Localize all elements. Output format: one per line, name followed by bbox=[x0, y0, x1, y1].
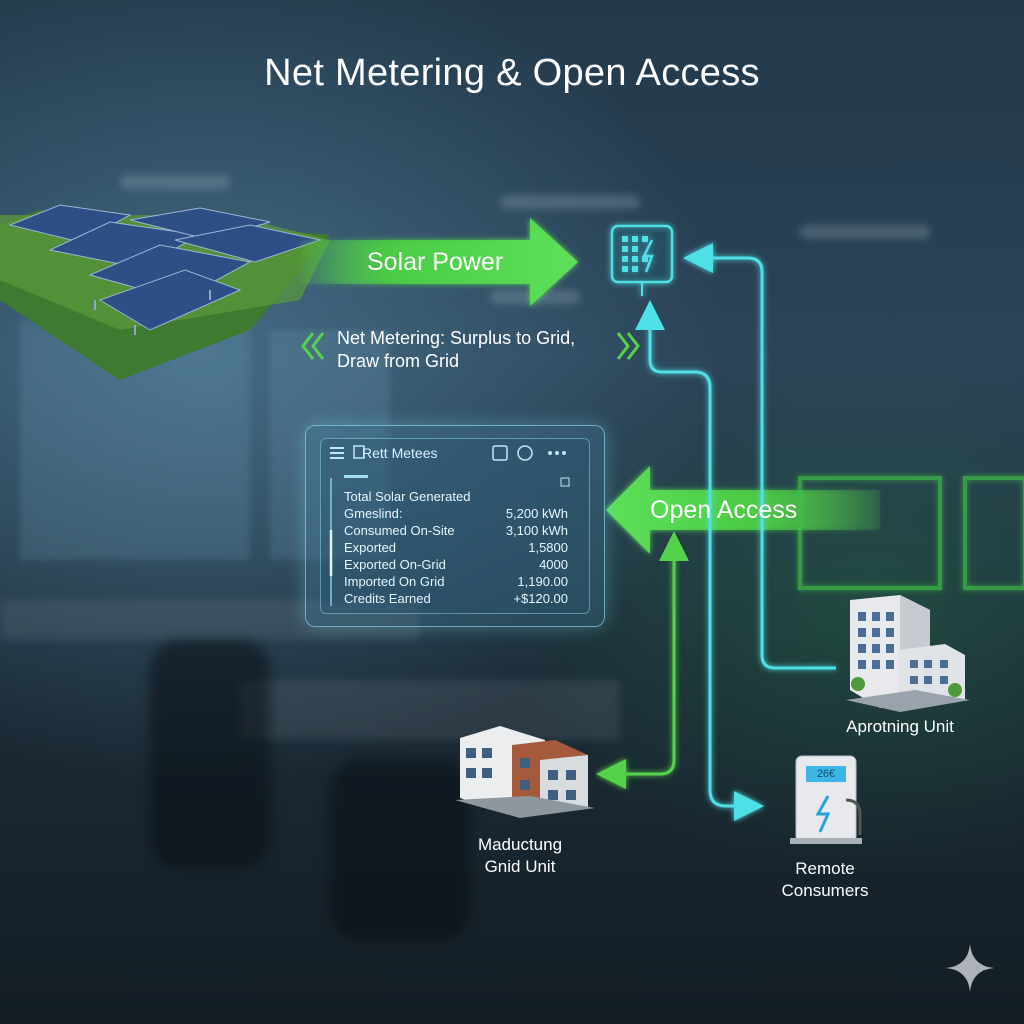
row-value: 3,100 kWh bbox=[505, 523, 568, 538]
ceiling-light bbox=[500, 195, 640, 209]
tab-indicator bbox=[344, 475, 368, 478]
table-row: Total Solar Generated bbox=[344, 489, 568, 506]
settings-icon[interactable] bbox=[517, 445, 533, 461]
connector-meter-to-remote bbox=[648, 318, 764, 821]
solar-power-arrow bbox=[300, 218, 578, 306]
remote-label-line-1: Remote bbox=[795, 859, 855, 878]
calendar-icon[interactable] bbox=[492, 445, 508, 461]
page-title: Net Metering & Open Access bbox=[264, 52, 760, 94]
manufacturing-label-line-1: Maductung bbox=[477, 835, 563, 854]
row-label: Exported bbox=[344, 540, 397, 555]
document-icon[interactable] bbox=[353, 445, 365, 459]
net-metering-line-1: Net Metering: Surplus to Grid, bbox=[337, 328, 576, 348]
dashboard-icons bbox=[329, 445, 570, 606]
row-label: Total Solar Generated bbox=[344, 489, 471, 504]
row-label: Consumed On-Site bbox=[344, 523, 455, 538]
solar-power-label: Solar Power bbox=[367, 248, 504, 276]
solar-panel-field bbox=[0, 204, 330, 380]
background-monitor bbox=[798, 476, 1024, 590]
table-row: Exported 1,5800 bbox=[344, 540, 568, 557]
office-desk bbox=[240, 680, 620, 740]
manufacturing-label: Maductung Gnid Unit bbox=[455, 834, 585, 878]
manufacturing-building-icon bbox=[455, 726, 595, 818]
open-access-arrow bbox=[606, 466, 880, 554]
row-label: Imported On Grid bbox=[344, 574, 445, 589]
row-value: 4000 bbox=[539, 557, 568, 572]
row-value: +$120.00 bbox=[513, 591, 568, 606]
table-row: Credits Earned +$120.00 bbox=[344, 591, 568, 608]
remote-consumers-label: Remote Consumers bbox=[760, 858, 890, 902]
open-access-label: Open Access bbox=[650, 496, 798, 524]
row-label: Exported On-Grid bbox=[344, 557, 446, 572]
table-row: Imported On Grid 1,190.00 bbox=[344, 574, 568, 591]
ev-charger-icon bbox=[790, 755, 862, 844]
dashboard-inner-frame bbox=[320, 438, 590, 614]
manufacturing-label-line-2: Gnid Unit bbox=[484, 857, 556, 876]
charger-display: 26€ bbox=[816, 768, 836, 780]
apartment-label: Aprotning Unit bbox=[846, 717, 954, 736]
sparkle-icon bbox=[946, 944, 994, 992]
table-row: Exported On-Grid 4000 bbox=[344, 557, 568, 574]
more-icon[interactable] bbox=[548, 451, 566, 455]
menu-icon[interactable] bbox=[330, 447, 344, 459]
office-desk bbox=[0, 600, 420, 640]
row-label: Credits Earned bbox=[344, 591, 431, 606]
ceiling-light bbox=[800, 225, 930, 239]
net-metering-label: Net Metering: Surplus to Grid, Draw from… bbox=[337, 327, 575, 373]
connector-open-access-to-manufacturing bbox=[596, 545, 676, 789]
chevron-right-icon bbox=[616, 332, 640, 360]
smart-meter-icon bbox=[610, 224, 674, 296]
office-chair bbox=[150, 640, 270, 870]
net-metering-line-2: Draw from Grid bbox=[337, 351, 460, 371]
table-row: Gmeslind: 5,200 kWh bbox=[344, 506, 568, 523]
connector-apartment-to-meter bbox=[683, 243, 836, 670]
row-value: 5,200 kWh bbox=[505, 506, 568, 521]
row-value: 1,190.00 bbox=[517, 574, 568, 589]
row-label: Gmeslind: bbox=[344, 506, 403, 521]
chevron-left-icon bbox=[301, 332, 325, 360]
table-row: Consumed On-Site 3,100 kWh bbox=[344, 523, 568, 540]
dashboard-title: Rett Metees bbox=[362, 445, 438, 461]
office-chair bbox=[330, 760, 470, 940]
ceiling-light bbox=[120, 175, 230, 189]
row-value: 1,5800 bbox=[528, 540, 568, 555]
lightning-icon bbox=[560, 477, 570, 487]
remote-label-line-2: Consumers bbox=[781, 881, 869, 900]
apartment-building-icon bbox=[846, 595, 970, 712]
net-meter-dashboard: Rett Metees Total Solar Generated Gmesli… bbox=[305, 425, 605, 627]
